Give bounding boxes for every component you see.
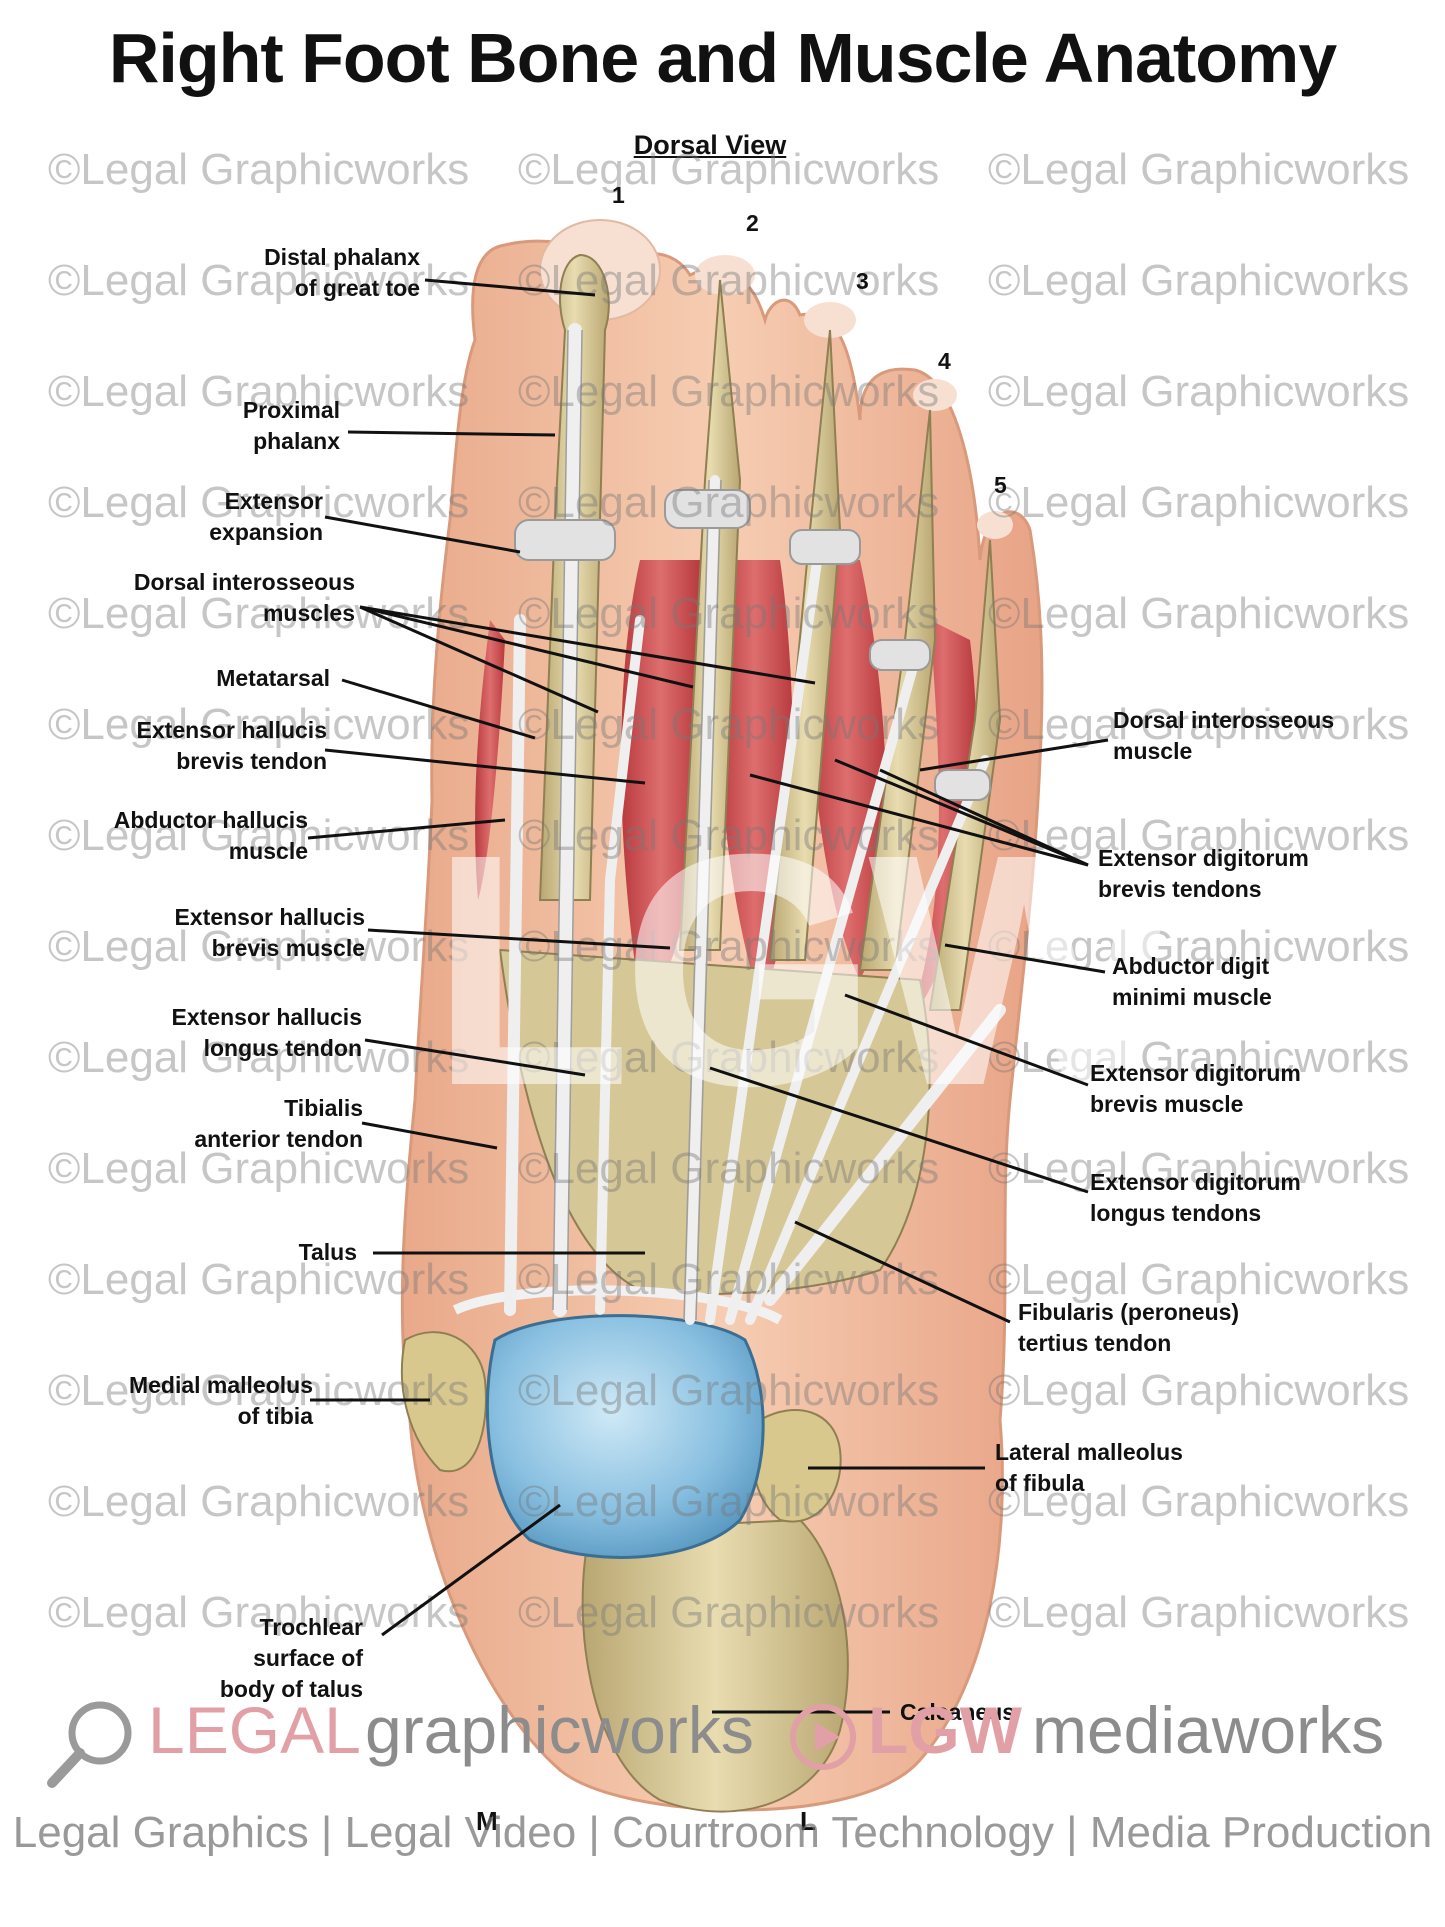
brand-lgw: LGW (868, 1693, 1022, 1767)
tendons (504, 323, 1006, 1325)
medial-marker: M (476, 1806, 498, 1836)
view-subtitle: Dorsal View (633, 130, 787, 160)
label-extensor-expansion: Extensor expansion (209, 488, 323, 545)
watermark: ©Legal Graphicworks (988, 478, 1410, 527)
label-edb-muscle: Extensor digitorum brevis muscle (1090, 1060, 1301, 1117)
calcaneus-bone (581, 1518, 849, 1813)
toe-number-2: 2 (746, 210, 759, 236)
label-medial-malleolus: Medial malleolus of tibia (128, 1372, 313, 1429)
dorsal-interossei (621, 560, 700, 1000)
watermark: ©Legal Graphicworks (518, 811, 940, 860)
watermark: ©Legal Graphicworks (988, 1255, 1410, 1304)
watermark: ©Legal Graphicworks (48, 1477, 470, 1526)
watermark: ©Legal Graphicworks (518, 367, 940, 416)
watermark: ©Legal Graphicworks (48, 478, 470, 527)
extensor-expansion-cuffs (514, 489, 991, 801)
watermark: ©Legal Graphicworks (518, 1144, 940, 1193)
watermark: ©Legal Graphicworks (988, 256, 1410, 305)
nail-3 (804, 302, 856, 338)
play-icon (790, 1704, 856, 1770)
watermark: ©Legal Graphicworks (518, 256, 940, 305)
label-calcaneus: Calcaneus (900, 1699, 1016, 1725)
label-dorsal-interosseous-muscles: Dorsal interosseous muscles (133, 569, 355, 626)
tendon-outlines (552, 329, 722, 1321)
talus-trochlear-surface (485, 1314, 765, 1559)
toe-number-5: 5 (994, 472, 1007, 498)
lateral-marker: L (800, 1806, 816, 1836)
label-distal-phalanx: Distal phalanx of great toe (264, 244, 420, 301)
watermark: ©Legal Graphicworks (988, 1588, 1410, 1637)
label-trochlear-surface: Trochlear surface of body of talus (219, 1614, 363, 1702)
medial-malleolus-bone (400, 1331, 487, 1473)
watermark: ©Legal Graphicworks (988, 145, 1410, 194)
watermark: ©Legal Graphicworks (518, 478, 940, 527)
watermark: ©Legal Graphicworks (988, 700, 1410, 749)
watermark: ©Legal Graphicworks (48, 700, 470, 749)
label-ehb-muscle: Extensor hallucis brevis muscle (174, 904, 365, 961)
magnifier-icon (47, 1701, 132, 1788)
watermark: ©Legal Graphicworks (988, 1366, 1410, 1415)
abductor-digiti-minimi (910, 620, 977, 1020)
watermark: ©Legal Graphicworks (518, 1366, 940, 1415)
watermark: ©Legal Graphicworks (48, 1255, 470, 1304)
toe-number-1: 1 (612, 182, 625, 208)
nail-4 (913, 379, 957, 411)
watermark: ©Legal Graphicworks (988, 589, 1410, 638)
label-edl-tendons: Extensor digitorum longus tendons (1090, 1169, 1301, 1226)
label-ehb-tendon: Extensor hallucis brevis tendon (136, 717, 327, 774)
watermark: ©Legal Graphicworks (518, 1255, 940, 1304)
watermark: ©Legal Graphicworks (988, 367, 1410, 416)
watermark: ©Legal Graphicworks (48, 256, 470, 305)
label-talus: Talus (298, 1239, 357, 1265)
watermark: ©Legal Graphicworks (48, 1366, 470, 1415)
page-title: Right Foot Bone and Muscle Anatomy (108, 19, 1337, 97)
toe-4-bones (858, 409, 937, 971)
label-dorsal-interosseous-muscle: Dorsal interosseous muscle (1113, 707, 1335, 764)
watermark: ©Legal Graphicworks (48, 367, 470, 416)
watermark: ©Legal Graphicworks (518, 145, 940, 194)
toe-5-bones (928, 539, 1002, 1011)
watermark: ©Legal Graphicworks (988, 1144, 1410, 1193)
watermark: ©Legal Graphicworks (988, 1477, 1410, 1526)
brand-legal: LEGAL (148, 1693, 361, 1767)
abductor-hallucis-muscle (475, 620, 505, 900)
nail-2 (695, 255, 755, 295)
label-tibialis-anterior: Tibialis anterior tendon (194, 1095, 363, 1152)
watermark: ©Legal Graphicworks (48, 922, 470, 971)
watermark: ©Legal Graphicworks (48, 1144, 470, 1193)
label-lateral-malleolus: Lateral malleolus of fibula (995, 1439, 1183, 1496)
watermark: ©Legal Graphicworks (518, 922, 940, 971)
toe-number-4: 4 (938, 348, 951, 374)
label-edb-tendons: Extensor digitorum brevis tendons (1098, 845, 1309, 902)
label-ehl-tendon: Extensor hallucis longus tendon (171, 1004, 362, 1061)
watermark: ©Legal Graphicworks (518, 1477, 940, 1526)
brand-graphicworks: graphicworks (365, 1693, 754, 1767)
label-metatarsal: Metatarsal (216, 665, 330, 691)
watermark: ©Legal Graphicworks (48, 1588, 470, 1637)
lgw-watermark-logo: LGW (430, 785, 1180, 1154)
watermark: ©Legal Graphicworks (518, 1588, 940, 1637)
watermark: ©Legal Graphicworks (518, 589, 940, 638)
label-abductor-digiti-minimi: Abductor digit minimi muscle (1112, 953, 1272, 1010)
label-fibularis-tertius: Fibularis (peroneus) tertius tendon (1018, 1299, 1240, 1356)
nail-5 (977, 511, 1013, 539)
watermark: ©Legal Graphicworks (48, 1033, 470, 1082)
brand-mediaworks: mediaworks (1032, 1693, 1385, 1767)
label-abductor-hallucis: Abductor hallucis muscle (113, 807, 308, 864)
watermark: ©Legal Graphicworks (48, 145, 470, 194)
watermark: ©Legal Graphicworks (48, 811, 470, 860)
footer-tagline: Legal Graphics | Legal Video | Courtroom… (12, 1808, 1433, 1857)
toe-number-3: 3 (856, 268, 869, 294)
label-proximal-phalanx: Proximal phalanx (242, 397, 340, 454)
